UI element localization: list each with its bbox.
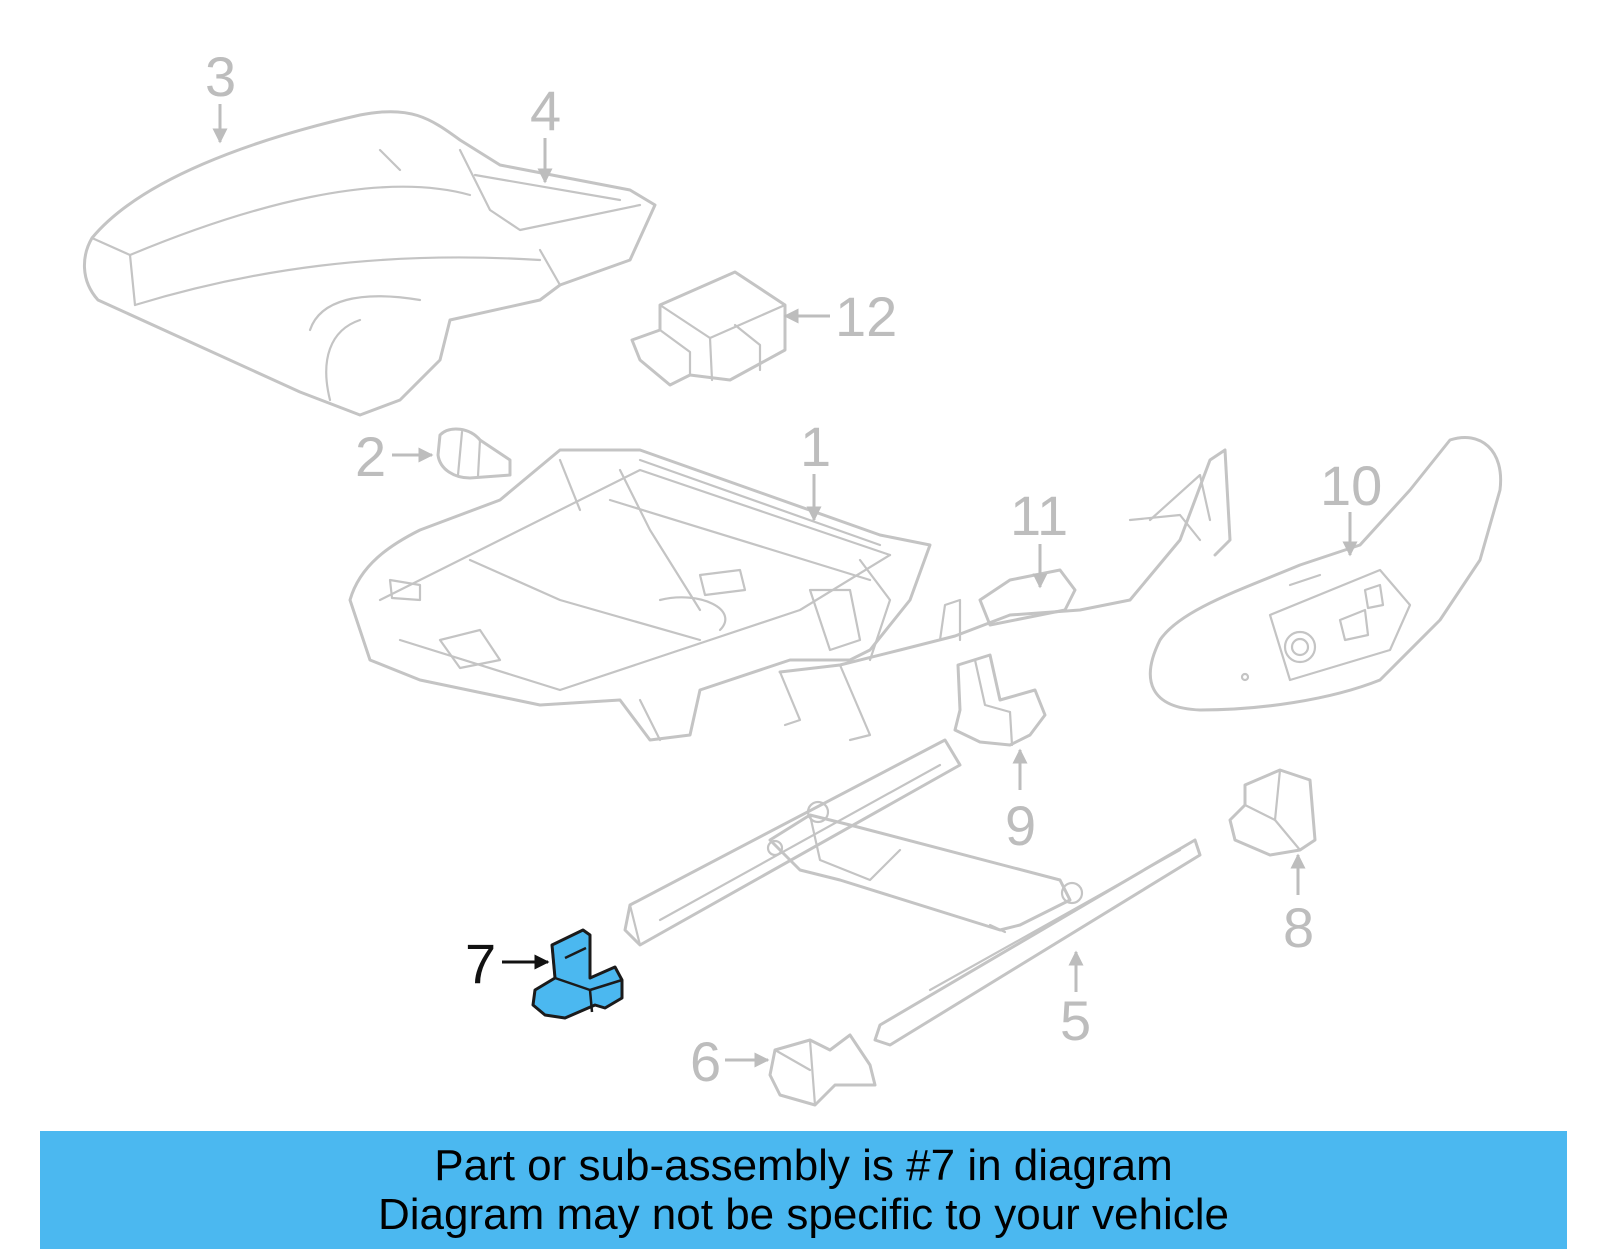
cable-bracket-part bbox=[778, 448, 1232, 742]
callout-2: 2 bbox=[355, 425, 386, 488]
callout-4: 4 bbox=[530, 79, 561, 142]
banner-line-part-number: Part or sub-assembly is #7 in diagram bbox=[434, 1141, 1173, 1190]
bracket-9-part bbox=[953, 653, 1047, 747]
banner-line-disclaimer: Diagram may not be specific to your vehi… bbox=[377, 1190, 1230, 1239]
bracket-8-part bbox=[1228, 768, 1317, 857]
bumper-part bbox=[436, 427, 512, 480]
control-module-part bbox=[630, 270, 787, 387]
seat-frame-part bbox=[348, 448, 932, 742]
callout-7: 7 bbox=[465, 932, 496, 995]
info-banner: Part or sub-assembly is #7 in diagram Di… bbox=[40, 1131, 1567, 1249]
callout-12: 12 bbox=[835, 285, 897, 348]
callout-6: 6 bbox=[690, 1030, 721, 1093]
callout-9: 9 bbox=[1005, 794, 1036, 857]
callout-5: 5 bbox=[1060, 989, 1091, 1052]
callout-11: 11 bbox=[1010, 484, 1068, 547]
seat-track-part bbox=[623, 738, 1202, 1047]
side-trim-part bbox=[1148, 435, 1503, 712]
bracket-6-part bbox=[768, 1033, 877, 1107]
callout-3: 3 bbox=[205, 45, 236, 108]
callout-8: 8 bbox=[1283, 896, 1314, 959]
callouts: 3 4 12 2 1 11 10 9 8 5 6 7 bbox=[205, 45, 1382, 1093]
bracket-7-highlighted-part[interactable] bbox=[531, 928, 624, 1020]
seat-cushion-part bbox=[82, 110, 657, 417]
callout-1: 1 bbox=[800, 415, 831, 478]
callout-10: 10 bbox=[1320, 454, 1382, 517]
